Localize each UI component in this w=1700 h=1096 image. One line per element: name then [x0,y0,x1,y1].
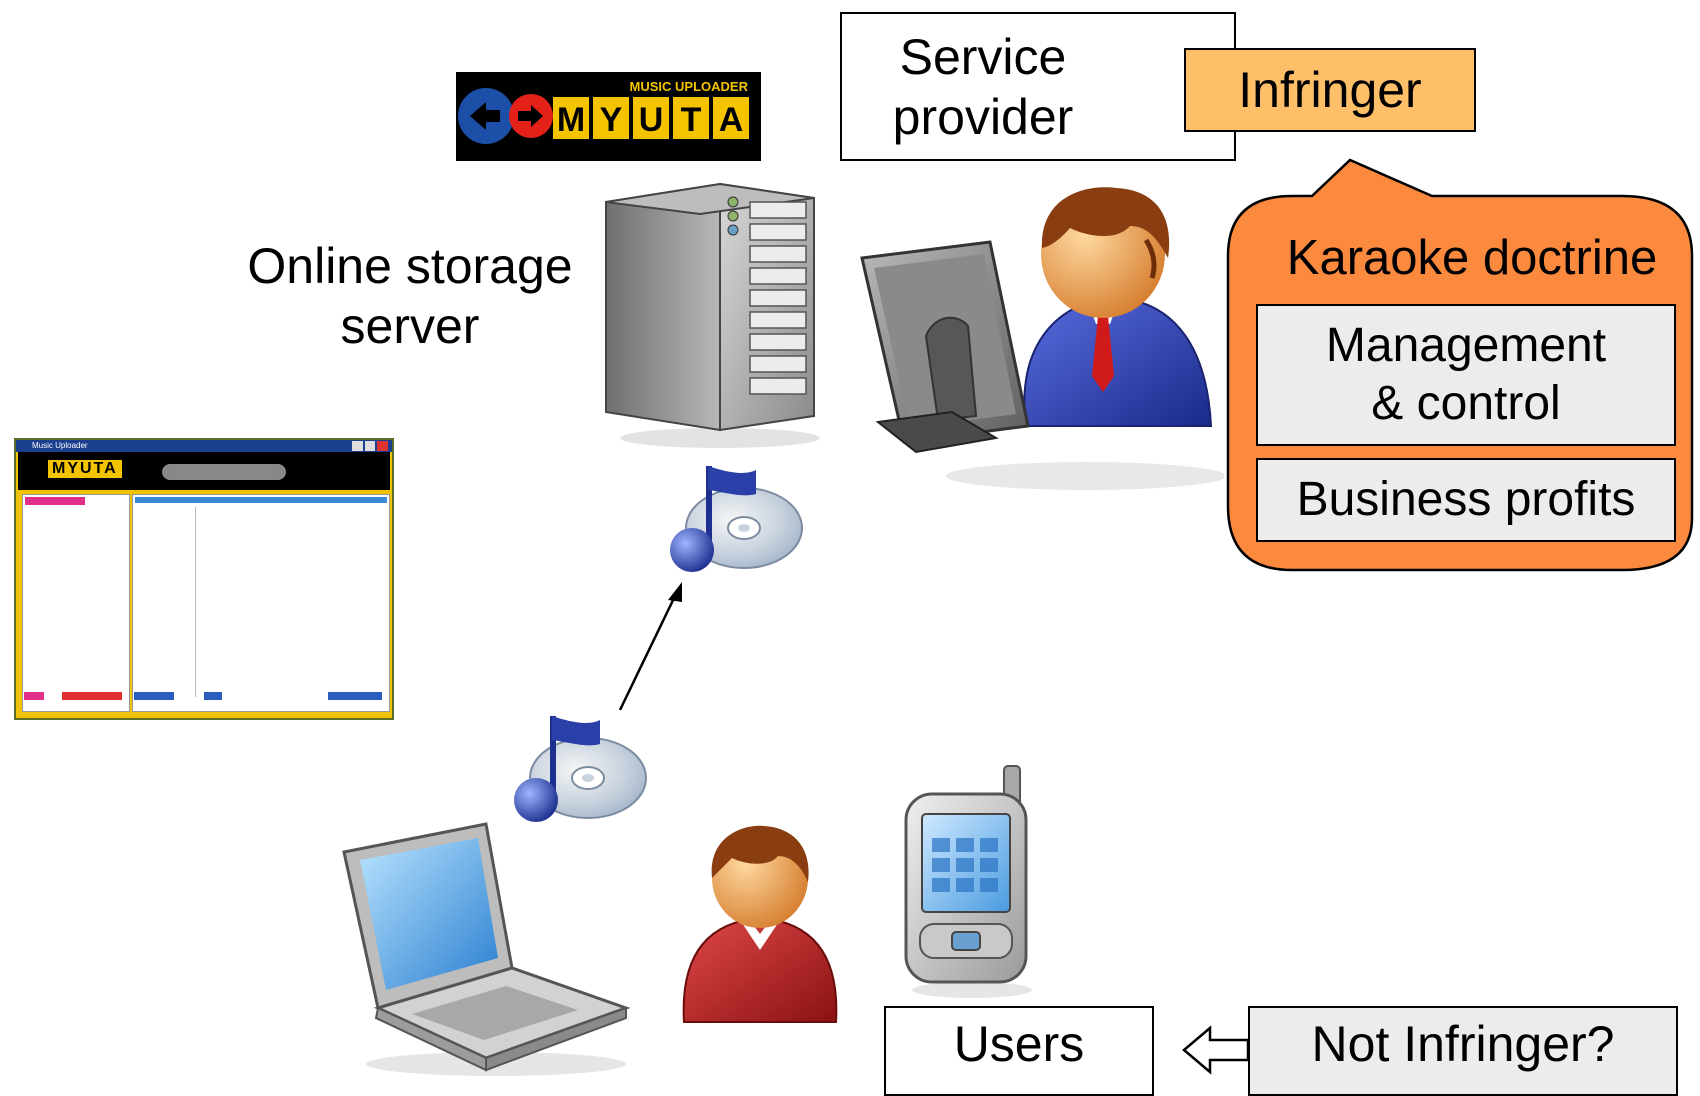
service-provider-line2: provider [892,88,1074,145]
infringer-text: Infringer [1238,62,1422,118]
app-pink-tab [25,497,85,505]
doctrine-item-line: & control [1371,377,1561,430]
logo-letter: Y [600,101,623,139]
app-search-bar [162,464,286,480]
logo-letter: U [639,101,664,139]
app-titlebar: Music Uploader [16,440,392,452]
karaoke-doctrine-callout: Karaoke doctrine Management & control Bu… [1222,156,1700,576]
app-footer-button [134,692,174,700]
service-provider-box: Service provider [840,12,1236,161]
doctrine-item-line: Business profits [1296,473,1636,526]
music-disc-icon [664,458,804,574]
phone-icon [892,764,1042,1000]
app-right-pane [132,494,390,712]
app-left-pane [22,494,130,712]
minimize-icon [352,441,363,451]
app-logo: MYUTA [48,460,122,478]
users-box: Users [884,1006,1154,1096]
doctrine-item-business: Business profits [1256,458,1676,542]
user-person-icon [680,822,840,1028]
online-storage-line1: Online storage [247,238,573,294]
app-footer [18,692,390,704]
app-footer-button [328,692,382,700]
users-text: Users [953,1016,1085,1072]
infringer-badge: Infringer [1184,48,1476,132]
hollow-arrow-icon [1180,1022,1250,1078]
music-disc-icon [508,708,648,824]
karaoke-doctrine-title: Karaoke doctrine [1286,231,1658,285]
app-footer-button [204,692,222,700]
app-header: MYUTA [18,452,390,490]
close-icon [377,441,389,451]
logo-letter: A [719,101,744,139]
online-storage-line2: server [340,298,480,354]
not-infringer-box: Not Infringer? [1248,1006,1678,1096]
not-infringer-text: Not Infringer? [1311,1016,1615,1072]
app-footer-button [62,692,122,700]
logo-small-text: MUSIC UPLOADER [630,79,749,94]
server-icon [600,180,830,450]
doctrine-item-management: Management & control [1256,304,1676,446]
app-footer-button [24,692,44,700]
logo-letter: M [557,101,585,139]
app-column-divider [195,507,196,697]
service-provider-line1: Service [899,28,1067,85]
logo-letter: T [681,101,702,139]
myuta-logo: MUSIC UPLOADER M Y U T A [456,72,761,161]
maximize-icon [364,441,376,451]
doctrine-item-line: Management [1325,319,1607,372]
app-blue-header [135,497,387,503]
service-provider-figure [856,176,1224,494]
online-storage-label: Online storage server [220,236,600,356]
app-window-controls [352,441,389,451]
upload-arrow [610,580,690,720]
laptop-icon [336,818,632,1082]
app-window-screenshot: Music Uploader MYUTA [14,438,394,720]
